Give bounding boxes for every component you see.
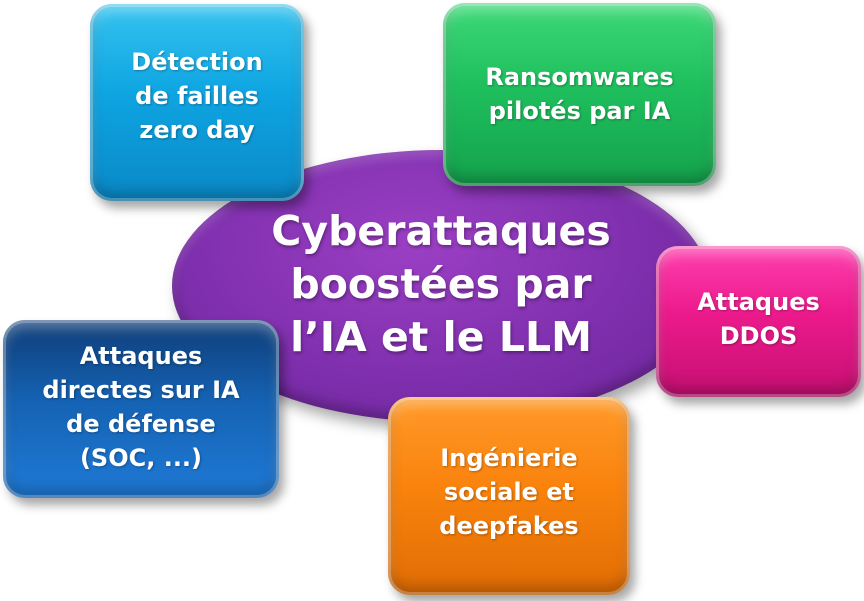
node-direct-ai-attacks: Attaques directes sur IA de défense (SOC… xyxy=(3,320,279,498)
node-ddos-attacks: Attaques DDOS xyxy=(656,246,861,397)
node-direct-ai-attacks-label: Attaques directes sur IA de défense (SOC… xyxy=(42,342,240,472)
node-zero-day-detection: Détection de failles zero day xyxy=(90,4,304,201)
node-zero-day-detection-label: Détection de failles zero day xyxy=(131,47,263,144)
node-ai-ransomware-label: Ransomwares pilotés par IA xyxy=(485,62,674,125)
node-ddos-attacks-label: Attaques DDOS xyxy=(697,287,820,350)
node-ai-ransomware: Ransomwares pilotés par IA xyxy=(443,3,716,186)
node-social-engineering-label: Ingénierie sociale et deepfakes xyxy=(439,444,579,540)
node-social-engineering: Ingénierie sociale et deepfakes xyxy=(388,397,630,595)
central-topic-label: Cyberattaques boostées par l’IA et le LL… xyxy=(271,206,611,361)
